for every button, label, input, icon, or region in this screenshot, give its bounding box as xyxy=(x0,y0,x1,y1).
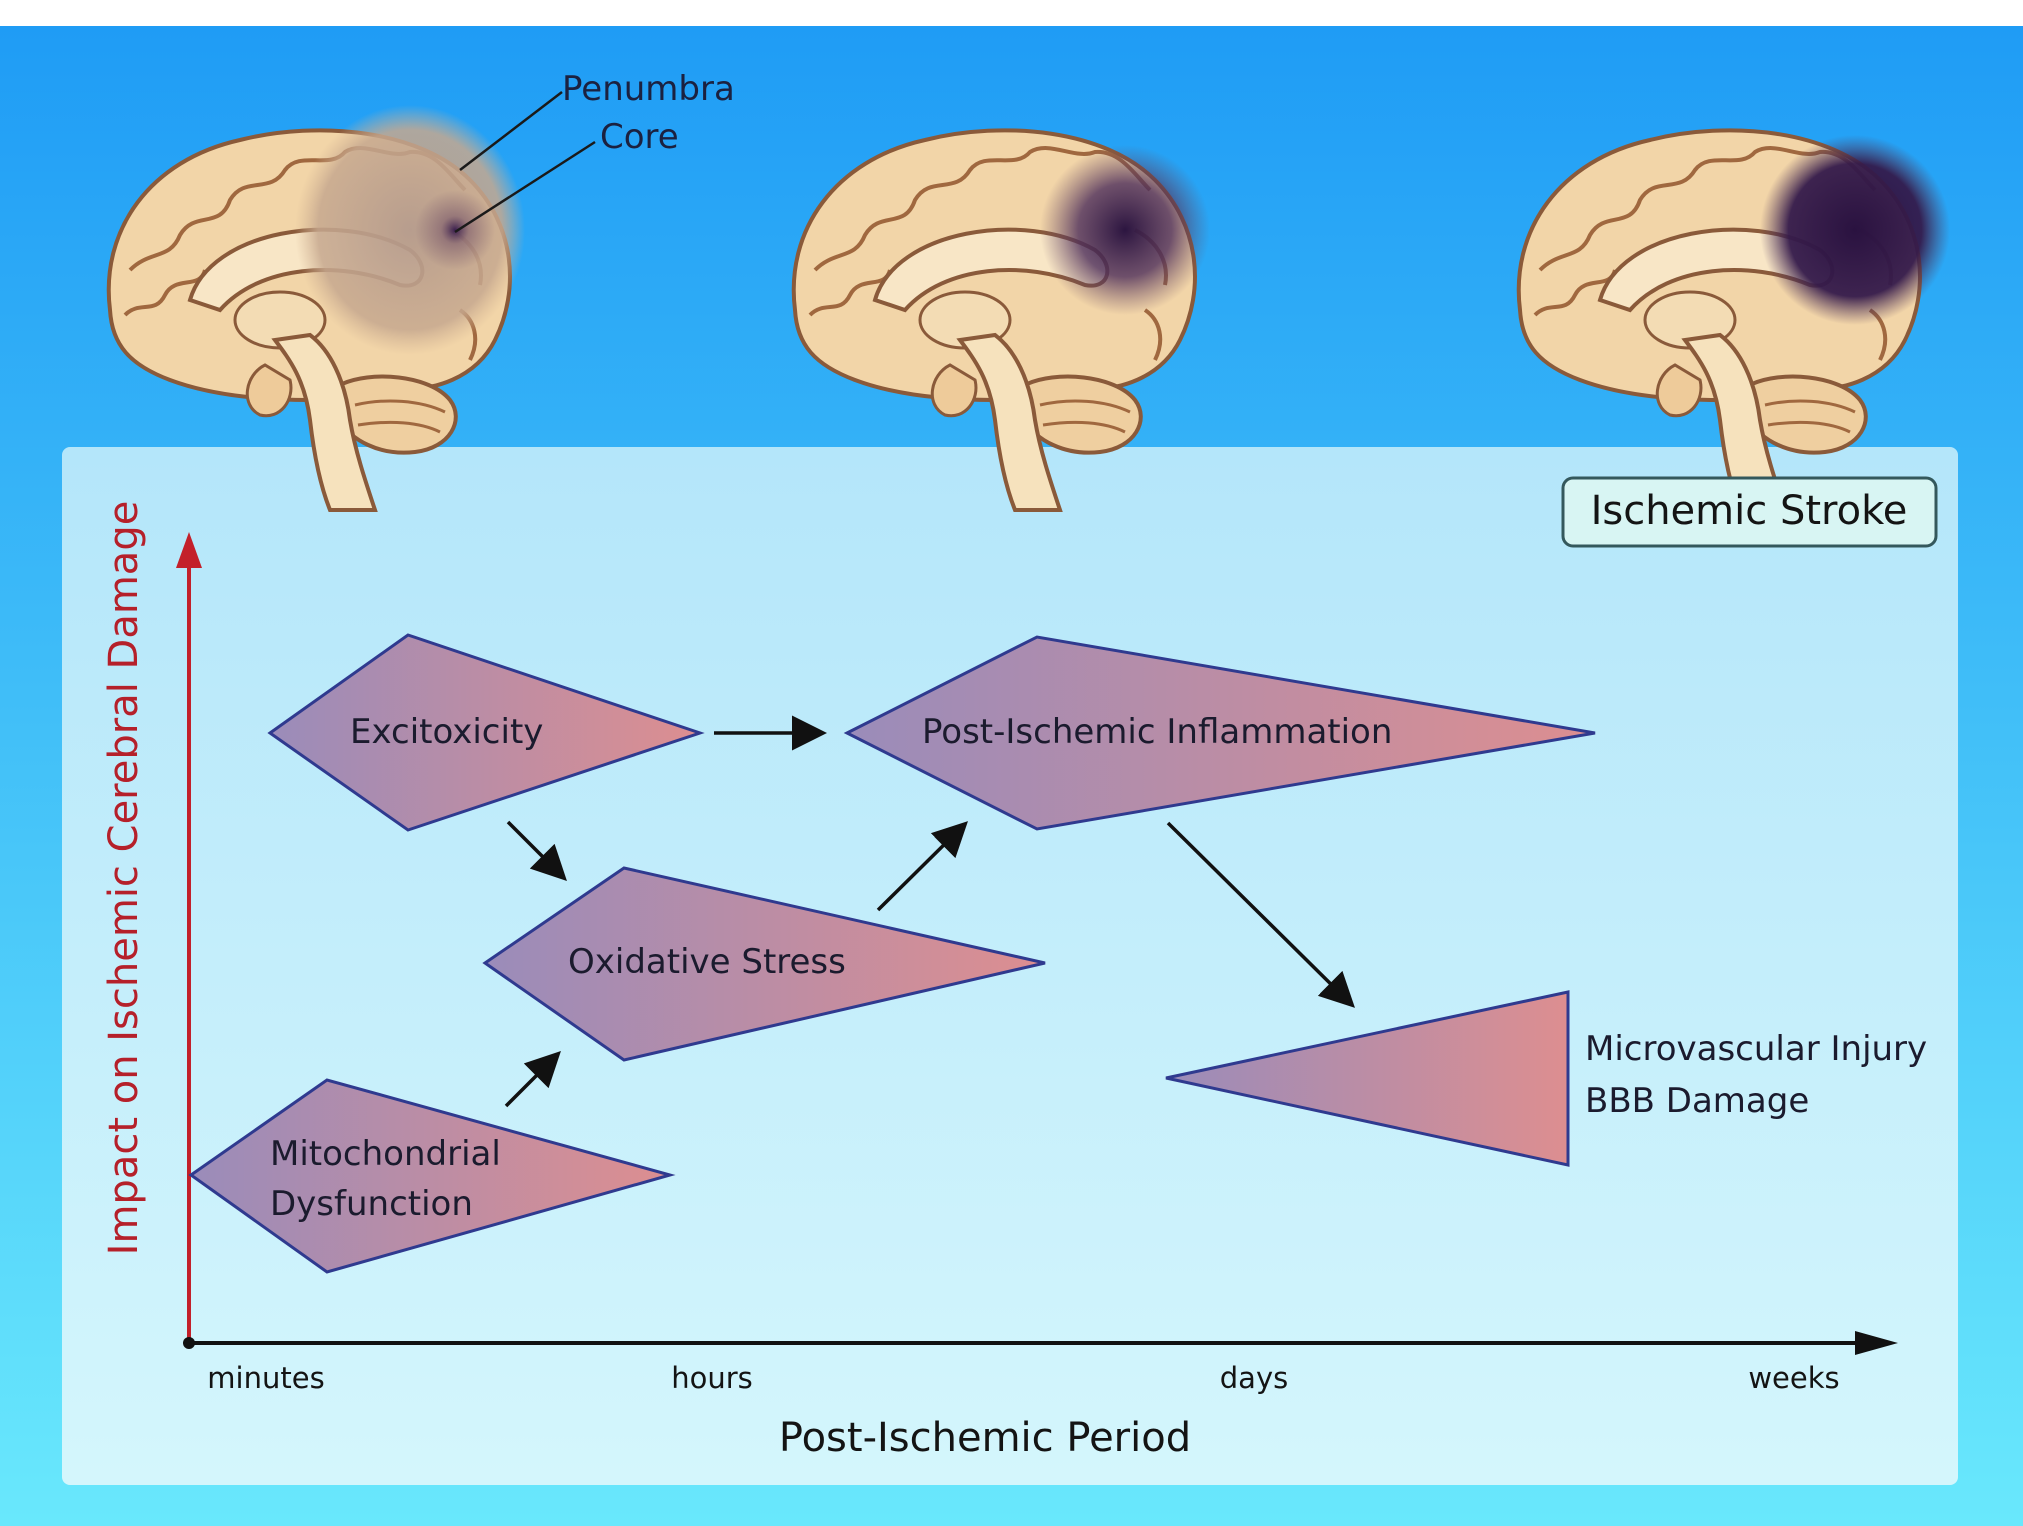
x-tick-label: minutes xyxy=(207,1361,324,1395)
core-label: Core xyxy=(600,117,679,157)
x-axis-label: Post-Ischemic Period xyxy=(779,1415,1191,1461)
mitochondrial-label-line2: Dysfunction xyxy=(270,1184,473,1224)
penumbra-label: Penumbra xyxy=(562,69,735,109)
microvascular-label-line1: Microvascular Injury xyxy=(1585,1029,1927,1069)
x-tick-label: days xyxy=(1220,1361,1288,1395)
y-axis-label: Impact on Ischemic Cerebral Damage xyxy=(101,501,147,1256)
x-tick-label: hours xyxy=(671,1361,753,1395)
excitotoxicity-label: Excitoxicity xyxy=(350,712,543,752)
oxidative-stress-label: Oxidative Stress xyxy=(568,942,846,982)
axis-origin xyxy=(183,1337,195,1349)
title-label: Ischemic Stroke xyxy=(1591,488,1908,534)
inflammation-label: Post-Ischemic Inflammation xyxy=(922,712,1392,752)
microvascular-label-line2: BBB Damage xyxy=(1585,1081,1809,1121)
mitochondrial-label-line1: Mitochondrial xyxy=(270,1134,501,1174)
x-tick-label: weeks xyxy=(1748,1361,1839,1395)
